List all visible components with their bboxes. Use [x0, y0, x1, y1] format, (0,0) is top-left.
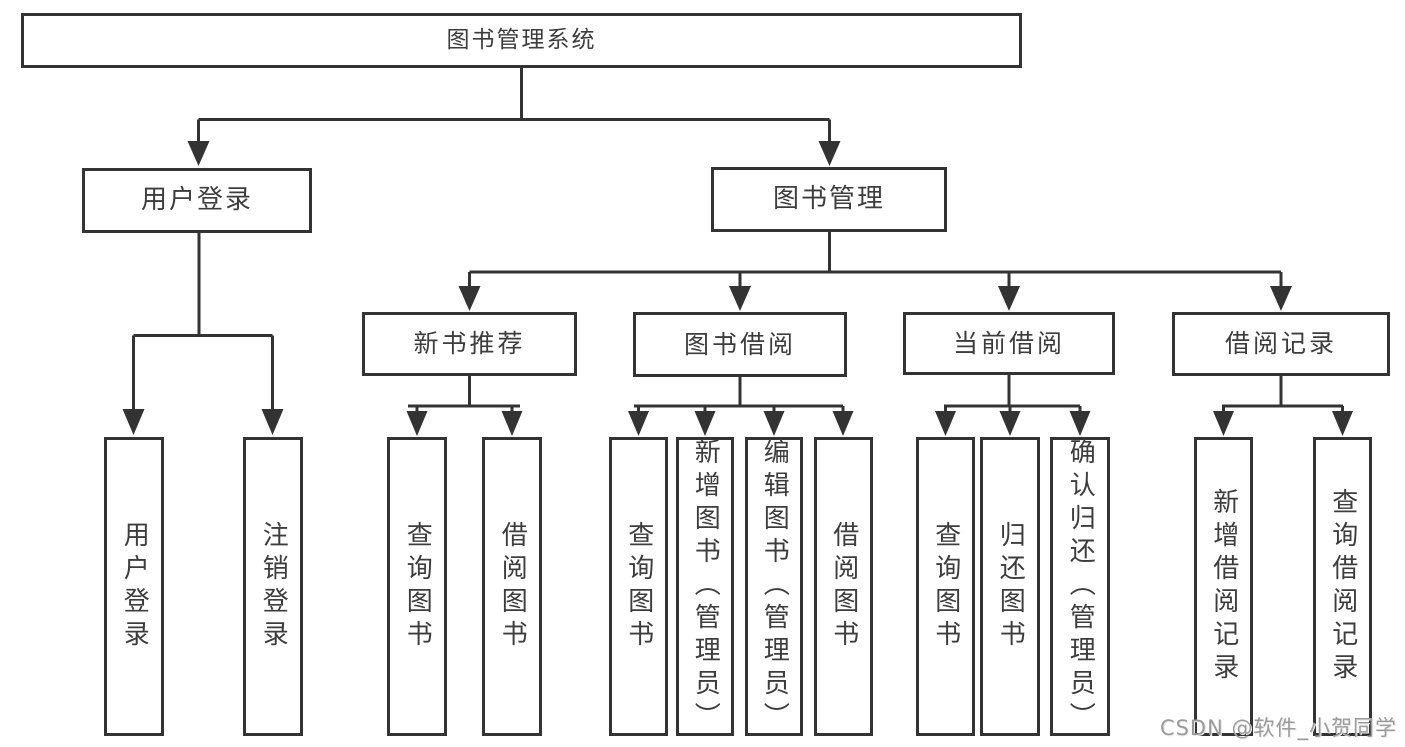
leaf-label: 用户登录 [119, 520, 150, 653]
leaf-label: 借阅图书 [497, 520, 528, 653]
arrow-down-icon [1069, 411, 1091, 436]
arrow-down-icon [729, 286, 751, 311]
edge-new-book-recommend [408, 375, 520, 408]
edge-book-borrow [634, 377, 843, 408]
leaf-borrow-books: 借阅图书 [814, 437, 873, 736]
arrow-down-icon [999, 411, 1021, 436]
node-borrow-records: 借阅记录 [1172, 312, 1390, 376]
arrow-down-icon [818, 141, 841, 166]
node-book-management: 图书管理 [711, 167, 947, 232]
edge-borrow-records [1222, 376, 1343, 408]
edge-book-management [469, 232, 1281, 274]
arrow-down-icon [406, 411, 428, 436]
edge-user-login [133, 233, 273, 337]
arrow-down-icon [1213, 411, 1234, 436]
leaf-label: 借阅图书 [828, 520, 859, 653]
leaf-query-books-borrow: 查询图书 [609, 437, 668, 736]
leaf-label: 编辑图书（管理员） [759, 438, 790, 735]
leaf-logout-login: 注销登录 [243, 437, 303, 736]
arrow-down-icon [261, 409, 284, 435]
arrow-down-icon [122, 409, 145, 435]
leaf-edit-book-admin: 编辑图书（管理员） [745, 437, 803, 736]
arrow-down-icon [832, 411, 854, 436]
arrow-down-icon [458, 286, 481, 311]
node-user-login: 用户登录 [82, 168, 312, 233]
leaf-borrow-books-recommend: 借阅图书 [482, 437, 542, 736]
node-book-borrow: 图书借阅 [633, 312, 847, 377]
arrow-down-icon [501, 411, 523, 436]
csdn-watermark: CSDN @软件_小贺同学 [1159, 716, 1397, 740]
leaf-label: 查询图书 [623, 520, 654, 653]
leaf-return-book: 归还图书 [980, 437, 1040, 736]
leaf-confirm-return-admin: 确认归还（管理员） [1050, 437, 1110, 736]
arrow-down-icon [694, 411, 716, 436]
arrow-down-icon [1270, 286, 1292, 311]
arrow-down-icon [1332, 411, 1353, 436]
arrow-down-icon [628, 411, 649, 436]
arrow-down-icon [998, 286, 1020, 311]
leaf-query-books-recommend: 查询图书 [387, 437, 447, 736]
leaf-add-book-admin: 新增图书（管理员） [676, 437, 734, 736]
arrow-down-icon [935, 411, 956, 436]
leaf-query-borrow-record: 查询借阅记录 [1313, 437, 1372, 736]
node-root: 图书管理系统 [21, 13, 1022, 68]
leaf-label: 归还图书 [995, 520, 1026, 653]
arrow-down-icon [187, 141, 210, 166]
leaf-user-login: 用户登录 [104, 437, 164, 736]
leaf-label: 查询借阅记录 [1327, 487, 1358, 686]
leaf-label: 查询图书 [930, 520, 961, 653]
leaf-label: 新增图书（管理员） [690, 438, 721, 735]
node-current-borrow: 当前借阅 [903, 312, 1115, 375]
edge-root [198, 68, 830, 121]
leaf-query-books-current: 查询图书 [916, 437, 975, 736]
leaf-label: 确认归还（管理员） [1065, 438, 1096, 735]
node-new-book-recommend: 新书推荐 [362, 312, 577, 376]
leaf-add-borrow-record: 新增借阅记录 [1194, 437, 1253, 736]
leaf-label: 新增借阅记录 [1208, 487, 1239, 686]
leaf-label: 查询图书 [402, 520, 433, 653]
leaf-label: 注销登录 [258, 520, 289, 653]
arrow-down-icon [763, 411, 785, 436]
edge-current-borrow [944, 374, 1080, 408]
